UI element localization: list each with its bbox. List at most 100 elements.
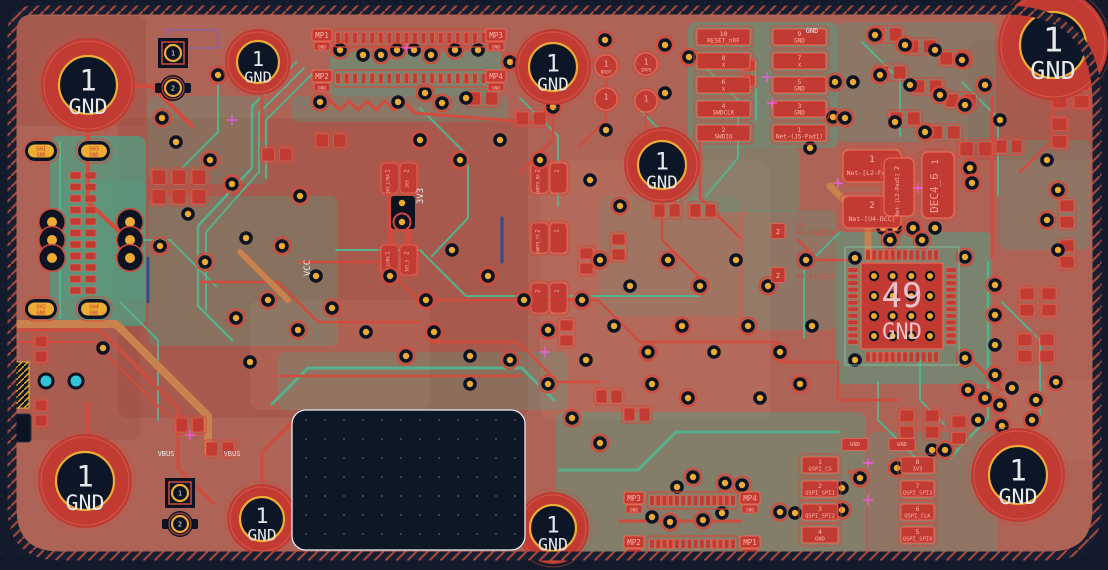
- ic-pin[interactable]: [933, 249, 939, 261]
- via[interactable]: [195, 252, 215, 272]
- via[interactable]: [832, 500, 852, 520]
- ic-pin[interactable]: [847, 339, 859, 345]
- via[interactable]: [322, 298, 342, 318]
- via[interactable]: [880, 230, 900, 250]
- via[interactable]: [530, 150, 550, 170]
- red-trace[interactable]: [260, 414, 300, 486]
- via[interactable]: [990, 395, 1010, 415]
- usb-pin-pad[interactable]: [69, 206, 82, 214]
- via[interactable]: [424, 322, 444, 342]
- via[interactable]: [732, 475, 752, 495]
- via[interactable]: [870, 65, 890, 85]
- via[interactable]: [658, 86, 672, 100]
- header-pin-pad[interactable]: [361, 32, 367, 44]
- ic-pin[interactable]: [933, 351, 939, 363]
- passive-component[interactable]: [32, 333, 50, 365]
- header-pin-pad[interactable]: [724, 539, 730, 549]
- via[interactable]: [288, 320, 308, 340]
- passive-component[interactable]: [1017, 285, 1037, 319]
- via[interactable]: [678, 388, 698, 408]
- ic-pin[interactable]: [945, 333, 957, 338]
- header-pin-pad[interactable]: [724, 495, 730, 506]
- via[interactable]: [670, 480, 684, 494]
- ic-pin[interactable]: [847, 319, 859, 325]
- via[interactable]: [395, 196, 409, 210]
- via[interactable]: [850, 468, 870, 488]
- via[interactable]: [928, 43, 942, 57]
- red-trace[interactable]: [698, 140, 742, 240]
- header-pin-pad[interactable]: [335, 32, 341, 44]
- via[interactable]: [330, 40, 350, 60]
- via[interactable]: [478, 266, 498, 286]
- net-label[interactable]: GND: [841, 438, 869, 451]
- via[interactable]: [356, 48, 370, 62]
- via[interactable]: [410, 130, 430, 150]
- via[interactable]: [500, 350, 520, 370]
- via[interactable]: [790, 374, 810, 394]
- via[interactable]: [359, 325, 373, 339]
- orange-trace[interactable]: [12, 320, 212, 456]
- ic-pin[interactable]: [847, 287, 859, 293]
- passive-component[interactable]: [259, 145, 295, 164]
- header-pin-pad[interactable]: [412, 73, 418, 84]
- via[interactable]: [693, 510, 713, 530]
- header-pin-pad[interactable]: [711, 495, 717, 506]
- via[interactable]: [416, 290, 436, 310]
- via[interactable]: [715, 506, 729, 520]
- passive-component[interactable]: [1049, 115, 1070, 151]
- via[interactable]: [371, 45, 391, 65]
- via[interactable]: [645, 510, 659, 524]
- header-pin-pad[interactable]: [429, 73, 435, 84]
- passive-component[interactable]: [557, 317, 576, 349]
- net-label[interactable]: P0.00/X11: [796, 229, 834, 237]
- usb-pin-pad[interactable]: [69, 217, 82, 226]
- passive-component[interactable]: [609, 231, 628, 263]
- via[interactable]: [729, 253, 743, 267]
- via[interactable]: [738, 316, 758, 336]
- ic-pin[interactable]: [847, 280, 859, 286]
- header-pin-pad[interactable]: [686, 495, 692, 506]
- via[interactable]: [150, 236, 170, 256]
- ic-pin[interactable]: [945, 280, 957, 286]
- net-label[interactable]: GND: [888, 438, 916, 451]
- ic-pin[interactable]: [890, 351, 896, 363]
- ic-pin[interactable]: [908, 249, 914, 261]
- via[interactable]: [243, 355, 257, 369]
- cyan-testpoint[interactable]: [37, 372, 55, 390]
- via[interactable]: [226, 308, 246, 328]
- swd-pad[interactable]: 8x: [693, 49, 754, 73]
- via[interactable]: [707, 345, 721, 359]
- header-pin-pad[interactable]: [655, 539, 661, 549]
- swd-pad[interactable]: 6x: [693, 73, 754, 97]
- passive-component[interactable]: [1037, 331, 1057, 365]
- net-label[interactable]: 2: [770, 223, 786, 239]
- usb-pin-pad[interactable]: [69, 240, 82, 249]
- red-trace[interactable]: [796, 238, 854, 262]
- ic-pin[interactable]: [927, 351, 933, 363]
- passive-component[interactable]: [922, 407, 942, 441]
- header-pin-pad[interactable]: [680, 495, 686, 506]
- usb-pin-pad[interactable]: [84, 252, 97, 260]
- via[interactable]: [796, 250, 816, 270]
- via[interactable]: [955, 348, 975, 368]
- header-pin-pad[interactable]: [693, 539, 699, 549]
- via[interactable]: [985, 305, 1005, 325]
- passive-component[interactable]: [949, 413, 969, 447]
- via[interactable]: [1040, 153, 1054, 167]
- via[interactable]: [538, 374, 558, 394]
- via[interactable]: [888, 115, 902, 129]
- via[interactable]: [770, 342, 790, 362]
- header-pin-pad[interactable]: [662, 495, 667, 506]
- ic-pin[interactable]: [945, 287, 957, 293]
- usb-pin-pad[interactable]: [69, 263, 82, 272]
